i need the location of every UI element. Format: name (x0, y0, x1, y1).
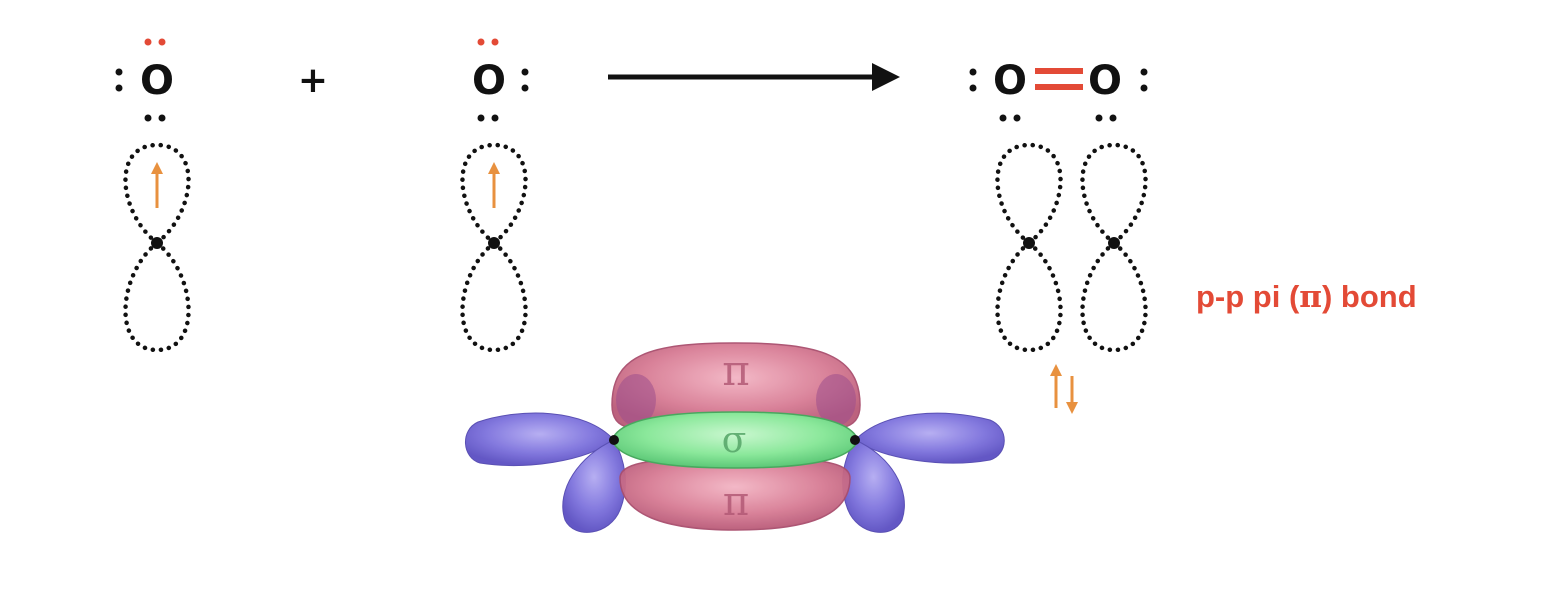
double-bond (1035, 68, 1083, 90)
plus-sign: + (298, 60, 328, 101)
product-dioxygen: O O (969, 58, 1148, 414)
lone-pair-left (969, 68, 977, 92)
reactant-oxygen-2: O (460, 38, 529, 353)
lone-pair-bottom (144, 114, 166, 122)
pi-bottom-label: π (723, 479, 749, 525)
electron-spin-up-arrow-icon (151, 162, 163, 208)
p-orbital-dotted (123, 142, 191, 353)
reactant-oxygen-1: O (115, 38, 191, 353)
lone-pair-right (521, 68, 529, 92)
oxygen-symbol-left: O (993, 58, 1027, 104)
reaction-arrow-icon (608, 63, 900, 91)
pi-bond-label: p-p pi (π) bond (1196, 279, 1417, 315)
sigma-label: σ (722, 420, 747, 461)
p-lobe-upper-right (854, 412, 1005, 464)
oxygen-symbol: O (140, 58, 174, 104)
p-lobe-upper-left (465, 412, 615, 466)
sigma-lobe: σ (611, 411, 859, 469)
lone-pair-right (1140, 68, 1148, 92)
lone-pair-left (115, 68, 123, 92)
lone-pair-top-red (144, 38, 166, 46)
pi-bond-label-greek: π (1299, 279, 1322, 315)
lone-pair-top-red (477, 38, 499, 46)
oxygen-symbol: O (472, 58, 506, 104)
pi-lobe-bottom: π (619, 457, 851, 531)
pi-lobe-top: π (611, 342, 861, 431)
pi-top-label: π (722, 346, 750, 395)
p-orbital-lobes (465, 412, 1005, 533)
overlapping-p-orbitals-dotted (995, 142, 1148, 353)
p-orbital-dotted (460, 142, 528, 353)
nucleus-left (609, 435, 619, 445)
orbital-model-illustration: π π σ (465, 342, 1005, 533)
pi-bond-label-before: p-p pi ( (1196, 279, 1300, 314)
oxygen-symbol-right: O (1088, 58, 1122, 104)
nucleus-right (850, 435, 860, 445)
pi-bond-label-after: ) bond (1322, 279, 1417, 314)
lone-pair-bottom (999, 114, 1117, 122)
electron-spin-up-arrow-icon (488, 162, 500, 208)
lone-pair-bottom (477, 114, 499, 122)
electron-paired-arrows-icon (1050, 364, 1078, 414)
